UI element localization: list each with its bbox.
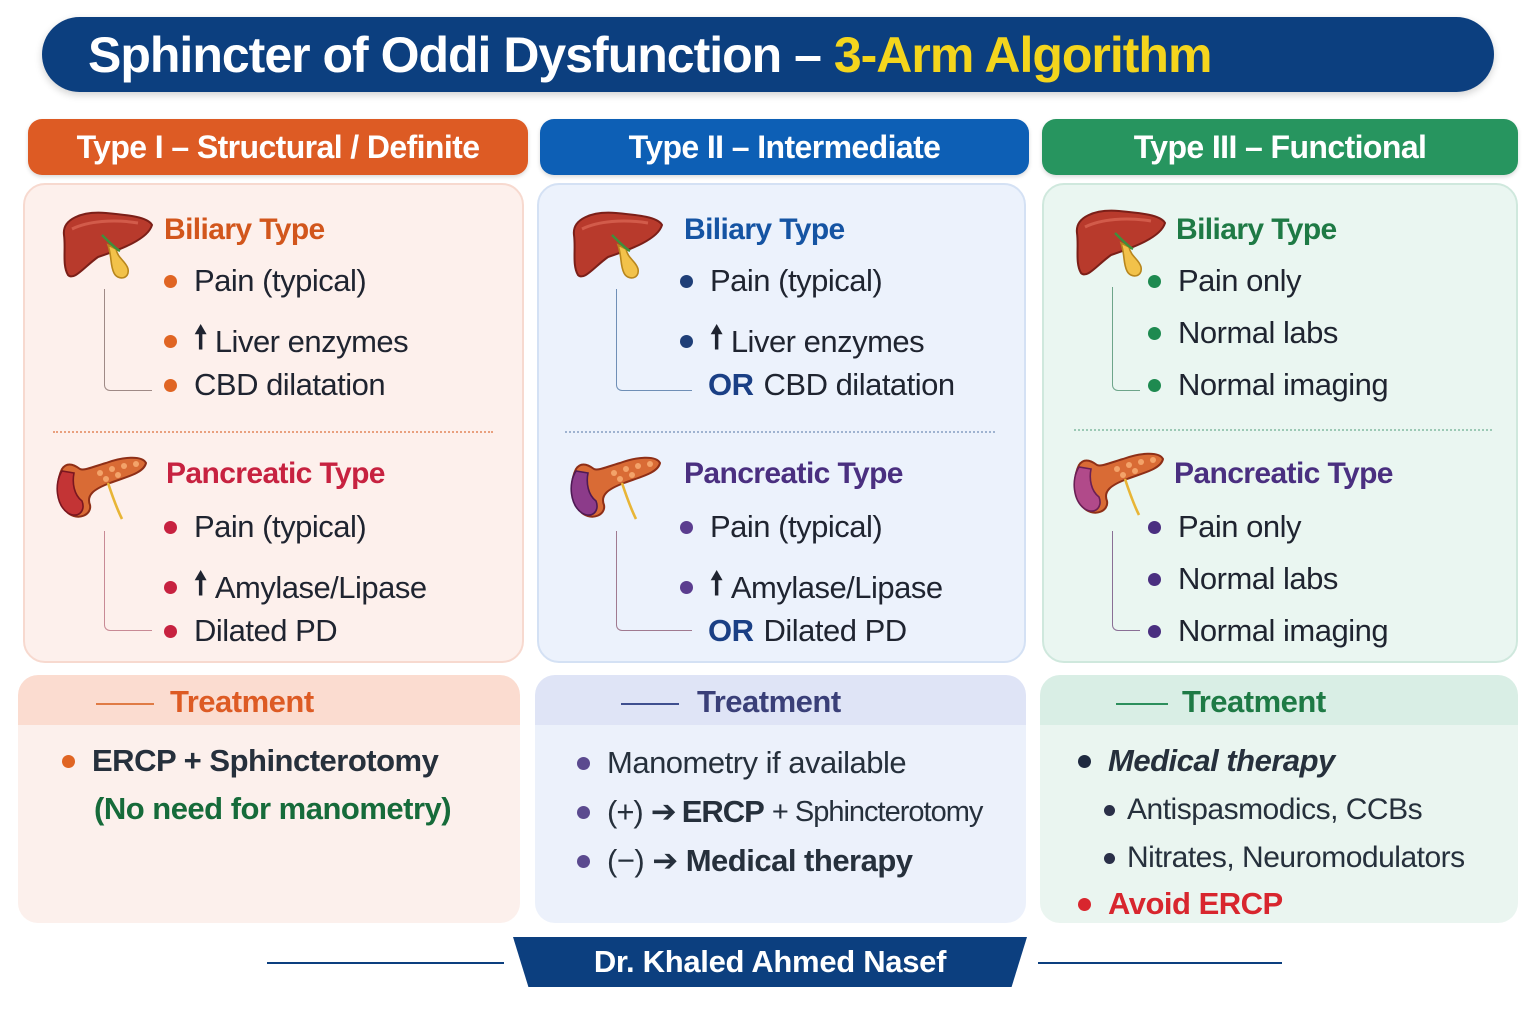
type-1-treatment: Treatment ERCP + Sphincterotomy (No need… xyxy=(18,675,520,923)
treatment-title: Treatment xyxy=(697,684,841,719)
biliary-connector xyxy=(1112,287,1140,391)
pancreatic-connector xyxy=(104,531,152,631)
pancreas-icon xyxy=(570,456,662,520)
treatment-item: Medical therapy xyxy=(1078,743,1335,779)
liver-gallbladder-icon xyxy=(62,211,154,279)
pancreatic-connector xyxy=(616,531,692,631)
type-1-header: Type I – Structural / Definite xyxy=(28,119,528,175)
right-arrow-icon: ➔ xyxy=(650,794,677,829)
pancreatic-title: Pancreatic Type xyxy=(1174,457,1393,490)
biliary-title: Biliary Type xyxy=(164,213,325,246)
liver-gallbladder-icon xyxy=(572,211,664,279)
bullet-item: Normal labs xyxy=(1148,561,1338,597)
author-banner: Dr. Khaled Ahmed Nasef xyxy=(513,937,1027,987)
section-divider xyxy=(565,431,995,433)
page-title: Sphincter of Oddi Dysfunction – 3-Arm Al… xyxy=(88,26,1213,84)
section-divider xyxy=(53,431,493,433)
pancreas-icon xyxy=(1073,452,1165,516)
pancreatic-connector xyxy=(1112,531,1140,631)
bullet-item: 🠕Liver enzymes xyxy=(680,315,925,368)
title-accent: 3-Arm Algorithm xyxy=(833,26,1213,83)
type-2-header: Type II – Intermediate xyxy=(540,119,1029,175)
type-2-card: Biliary Type Pain (typical) 🠕Liver enzym… xyxy=(537,183,1026,663)
bullet-item: CBD dilatation xyxy=(164,367,386,403)
or-label: OR xyxy=(708,367,754,402)
footer-rule-left xyxy=(267,962,504,964)
up-arrow-icon: 🠕 xyxy=(710,320,723,355)
biliary-title: Biliary Type xyxy=(1176,213,1337,246)
bullet-item: Pain only xyxy=(1148,263,1302,299)
section-divider xyxy=(1074,429,1492,431)
treatment-warning: Avoid ERCP xyxy=(1078,886,1283,922)
or-label: OR xyxy=(708,613,754,648)
title-banner: Sphincter of Oddi Dysfunction – 3-Arm Al… xyxy=(42,17,1494,92)
bullet-item: Normal imaging xyxy=(1148,367,1389,403)
biliary-connector xyxy=(104,289,152,391)
treatment-title: Treatment xyxy=(170,684,314,719)
up-arrow-icon: 🠕 xyxy=(194,566,207,601)
treatment-item: (−)➔Medical therapy xyxy=(577,843,913,879)
treatment-item: (+)➔ERCP+ Sphincterotomy xyxy=(577,794,983,830)
type-2-treatment: Treatment Manometry if available (+)➔ERC… xyxy=(535,675,1026,923)
up-arrow-icon: 🠕 xyxy=(710,566,723,601)
bullet-item: 🠕Liver enzymes xyxy=(164,315,409,368)
bullet-item: Pain (typical) xyxy=(164,263,367,299)
type-1-card: Biliary Type Pain (typical) 🠕Liver enzym… xyxy=(23,183,524,663)
bullet-item: Pain only xyxy=(1148,509,1302,545)
pancreas-icon xyxy=(56,456,148,520)
biliary-connector xyxy=(616,289,692,391)
pancreatic-title: Pancreatic Type xyxy=(684,457,903,490)
bullet-item: Normal imaging xyxy=(1148,613,1389,649)
treatment-note: (No need for manometry) xyxy=(94,791,452,826)
type-3-treatment: Treatment Medical therapy Antispasmodics… xyxy=(1040,675,1518,923)
biliary-title: Biliary Type xyxy=(684,213,845,246)
treatment-title: Treatment xyxy=(1182,684,1326,719)
type-3-header: Type III – Functional xyxy=(1042,119,1518,175)
pancreatic-title: Pancreatic Type xyxy=(166,457,385,490)
bullet-item: Dilated PD xyxy=(164,613,338,649)
title-main: Sphincter of Oddi Dysfunction – xyxy=(88,26,834,83)
treatment-item: ERCP + Sphincterotomy xyxy=(62,743,439,779)
bullet-item: Pain (typical) xyxy=(680,263,883,299)
right-arrow-icon: ➔ xyxy=(652,843,678,878)
bullet-item: 🠕Amylase/Lipase xyxy=(164,561,427,614)
bullet-item: Pain (typical) xyxy=(164,509,367,545)
up-arrow-icon: 🠕 xyxy=(194,320,207,355)
type-3-card: Biliary Type Pain only Normal labs Norma… xyxy=(1042,183,1518,663)
bullet-item: Normal labs xyxy=(1148,315,1338,351)
bullet-item: 🠕Amylase/Lipase xyxy=(680,561,943,614)
treatment-item: Manometry if available xyxy=(577,745,907,781)
treatment-subitem: Antispasmodics, CCBs xyxy=(1104,793,1423,827)
liver-gallbladder-icon xyxy=(1075,209,1167,277)
bullet-item: Pain (typical) xyxy=(680,509,883,545)
treatment-subitem: Nitrates, Neuromodulators xyxy=(1104,841,1465,875)
footer-rule-right xyxy=(1038,962,1282,964)
